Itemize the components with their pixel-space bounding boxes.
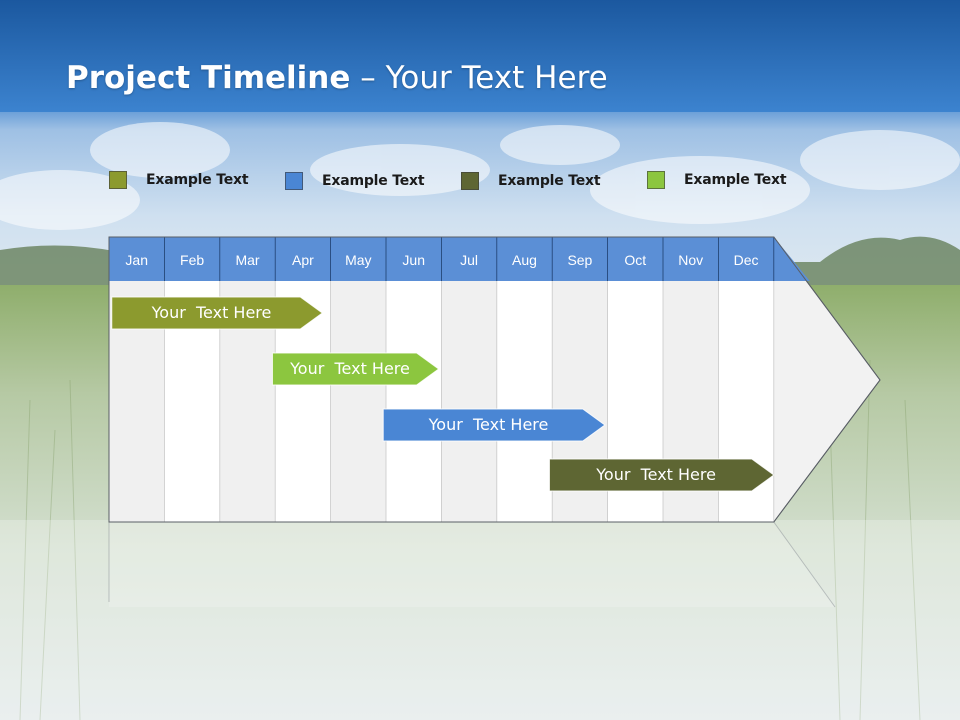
task-bar-label-3: Your Text Here [428, 415, 549, 434]
task-bar-label-1: Your Text Here [151, 303, 272, 322]
month-header-band [109, 237, 810, 281]
legend-swatch-3 [461, 172, 479, 190]
legend-label-4: Example Text [684, 172, 787, 188]
month-label-jul: Jul [460, 252, 478, 268]
month-label-aug: Aug [512, 252, 537, 268]
month-column-may [330, 281, 386, 522]
month-column-jul [441, 281, 497, 522]
month-label-dec: Dec [734, 252, 759, 268]
task-bar-2 [271, 352, 440, 386]
month-label-jun: Jun [402, 252, 425, 268]
legend-swatch-2 [285, 172, 303, 190]
month-label-nov: Nov [678, 252, 703, 268]
title-bold: Project Timeline [66, 60, 351, 96]
month-label-oct: Oct [624, 252, 646, 268]
task-bar-3 [382, 408, 606, 442]
month-label-jan: Jan [125, 252, 148, 268]
title-rest: – Your Text Here [350, 60, 608, 96]
month-label-apr: Apr [292, 252, 314, 268]
legend-label-3: Example Text [498, 173, 601, 189]
reflection-edge-right [773, 521, 836, 608]
month-label-may: May [345, 252, 371, 268]
task-bar-label-2: Your Text Here [289, 359, 410, 378]
legend-swatch-4 [647, 171, 665, 189]
legend-label-1: Example Text [146, 172, 249, 188]
timeline-reflection [109, 522, 835, 607]
task-bar-4 [548, 458, 775, 492]
month-label-feb: Feb [180, 252, 204, 268]
month-column-aug [496, 281, 553, 522]
task-bar-label-4: Your Text Here [595, 465, 716, 484]
month-label-mar: Mar [235, 252, 259, 268]
task-bar-1 [111, 296, 324, 330]
legend-label-2: Example Text [322, 173, 425, 189]
month-label-sep: Sep [567, 252, 592, 268]
page-title: Project Timeline – Your Text Here [66, 60, 608, 96]
timeline-outline [108, 236, 881, 523]
legend-swatch-1 [109, 171, 127, 189]
month-column-jun [386, 281, 442, 522]
